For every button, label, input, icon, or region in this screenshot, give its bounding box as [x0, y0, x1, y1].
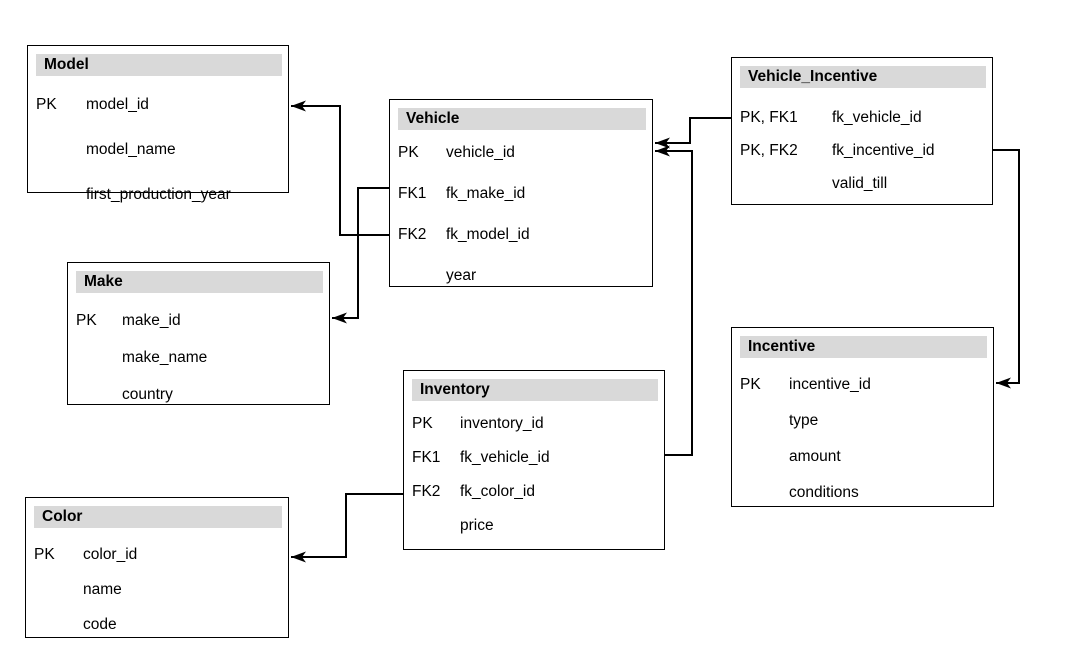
connector-vehicle-model: [291, 100, 389, 236]
attribute-row: PK vehicle_id: [390, 144, 654, 162]
attribute-row: PK, FK2 fk_incentive_id: [732, 142, 994, 160]
attribute-name: name: [83, 581, 122, 598]
attribute-row: PK color_id: [26, 546, 290, 564]
attribute-key: FK1: [412, 449, 441, 466]
attribute-name: incentive_id: [789, 376, 871, 393]
attribute-row: model_name: [28, 141, 290, 159]
attribute-name: fk_vehicle_id: [460, 449, 550, 466]
entity-title-model: Model: [36, 54, 282, 76]
attribute-key: PK: [76, 312, 97, 329]
attribute-key: PK, FK1: [740, 109, 798, 126]
attribute-name: fk_vehicle_id: [832, 109, 922, 126]
attribute-key: PK: [36, 96, 57, 113]
entity-title-inventory: Inventory: [412, 379, 658, 401]
connector-line: [332, 187, 389, 319]
connector-arrowhead: [655, 145, 670, 157]
attribute-name: model_name: [86, 141, 176, 158]
attribute-key: FK2: [398, 226, 427, 243]
connector-inventory-color: [291, 493, 403, 563]
attribute-name: code: [83, 616, 117, 633]
attribute-name: valid_till: [832, 175, 888, 192]
entity-title-color: Color: [34, 506, 282, 528]
connector-vehicle_incentive-incentive: [993, 149, 1020, 389]
entity-title-vehicle_incentive: Vehicle_Incentive: [740, 66, 986, 88]
attribute-name: fk_make_id: [446, 185, 526, 202]
attribute-row: PK make_id: [68, 312, 331, 330]
attribute-name: vehicle_id: [446, 144, 515, 161]
connector-arrowhead: [332, 312, 347, 324]
entity-title-make: Make: [76, 271, 323, 293]
attribute-row: name: [26, 581, 290, 599]
attribute-name: fk_model_id: [446, 226, 530, 243]
connector-arrowhead: [996, 377, 1011, 389]
connector-line: [655, 117, 731, 144]
attribute-key: PK: [740, 376, 761, 393]
attribute-name: model_id: [86, 96, 149, 113]
attribute-row: FK1 fk_make_id: [390, 185, 654, 203]
attribute-key: PK: [412, 415, 433, 432]
attribute-row: code: [26, 616, 290, 634]
attribute-key: PK: [398, 144, 419, 161]
attribute-row: FK1 fk_vehicle_id: [404, 449, 666, 467]
connector-line: [291, 493, 403, 558]
attribute-row: type: [732, 412, 995, 430]
attribute-row: FK2 fk_color_id: [404, 483, 666, 501]
attribute-name: fk_incentive_id: [832, 142, 935, 159]
attribute-name: conditions: [789, 484, 859, 501]
connector-arrowhead: [655, 137, 670, 149]
attribute-row: price: [404, 517, 666, 535]
attribute-key: FK1: [398, 185, 427, 202]
attribute-name: color_id: [83, 546, 138, 563]
attribute-row: PK model_id: [28, 96, 290, 114]
attribute-name: inventory_id: [460, 415, 544, 432]
attribute-name: amount: [789, 448, 841, 465]
attribute-row: country: [68, 386, 331, 404]
entity-title-vehicle: Vehicle: [398, 108, 646, 130]
attribute-row: first_production_year: [28, 186, 290, 204]
attribute-row: PK incentive_id: [732, 376, 995, 394]
connector-line: [993, 149, 1020, 384]
attribute-row: PK inventory_id: [404, 415, 666, 433]
attribute-row: amount: [732, 448, 995, 466]
attribute-name: price: [460, 517, 494, 534]
connector-vehicle-make: [332, 187, 389, 324]
attribute-key: PK, FK2: [740, 142, 798, 159]
connector-arrowhead: [291, 551, 306, 563]
entity-title-incentive: Incentive: [740, 336, 987, 358]
attribute-row: FK2 fk_model_id: [390, 226, 654, 244]
attribute-name: fk_color_id: [460, 483, 535, 500]
attribute-key: PK: [34, 546, 55, 563]
attribute-row: conditions: [732, 484, 995, 502]
attribute-name: make_id: [122, 312, 181, 329]
connector-line: [291, 105, 389, 236]
attribute-row: make_name: [68, 349, 331, 367]
attribute-row: PK, FK1 fk_vehicle_id: [732, 109, 994, 127]
connector-vehicle_incentive-vehicle: [655, 117, 731, 149]
attribute-name: first_production_year: [86, 186, 231, 203]
attribute-row: year: [390, 267, 654, 285]
attribute-name: make_name: [122, 349, 208, 366]
attribute-key: FK2: [412, 483, 441, 500]
connector-arrowhead: [291, 100, 306, 112]
attribute-name: year: [446, 267, 477, 284]
attribute-name: type: [789, 412, 819, 429]
attribute-name: country: [122, 386, 173, 403]
attribute-row: valid_till: [732, 175, 994, 193]
